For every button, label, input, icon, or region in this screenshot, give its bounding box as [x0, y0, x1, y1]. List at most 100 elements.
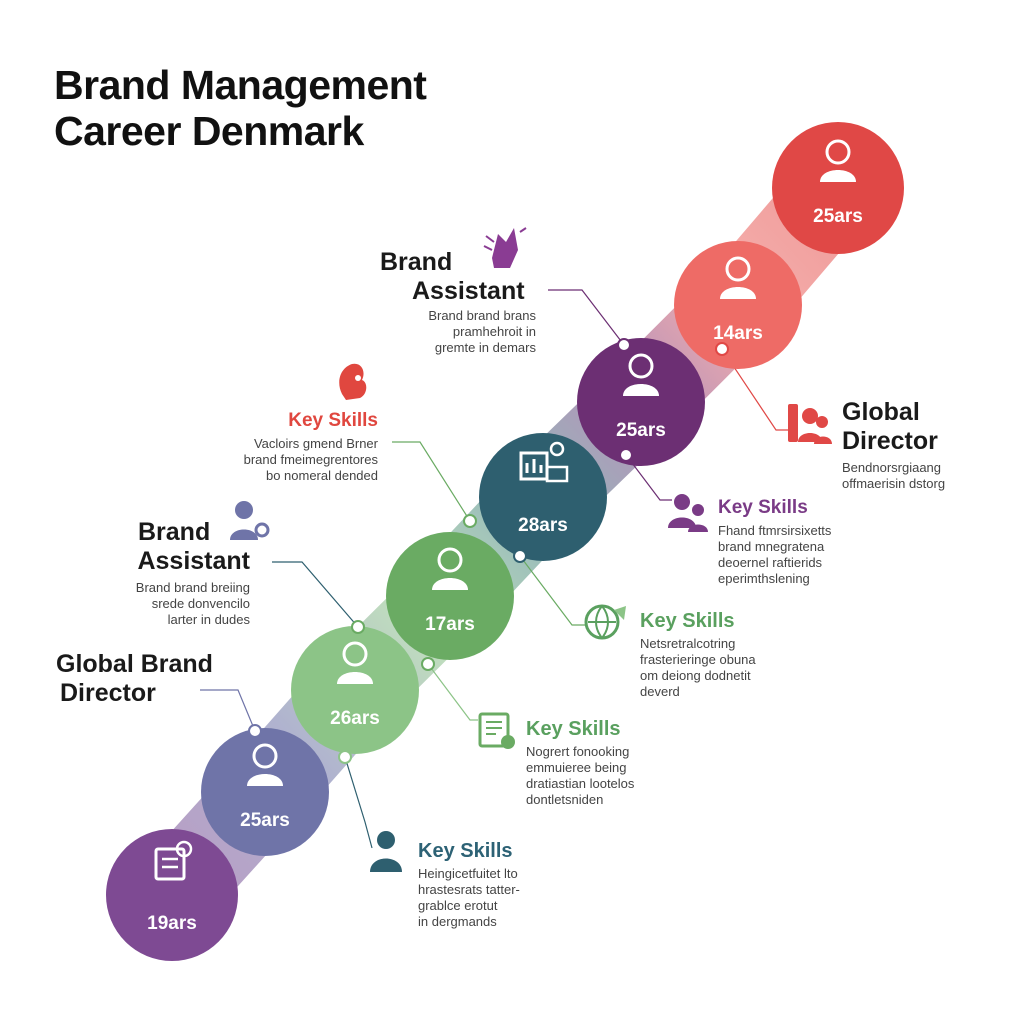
desc-line: gremte in demars [434, 340, 536, 355]
node-years-label: 26ars [330, 708, 380, 729]
career-node-1: 19ars [106, 829, 238, 961]
desc-line: brand mnegratena [718, 539, 825, 554]
node-years-label: 28ars [518, 515, 568, 536]
desc-line: dratiastian lootelos [526, 776, 635, 791]
label-title: Director [842, 427, 938, 455]
body-shape [337, 672, 373, 684]
page-title: Brand Management Career Denmark [54, 62, 427, 154]
key-skills-purple-label: Key Skills Fhand ftmrsirsixetts brand mn… [718, 497, 831, 587]
body-shape [432, 578, 468, 590]
head-shape [825, 139, 851, 165]
node-circle [772, 122, 904, 254]
desc-line: bo nomeral dended [265, 468, 378, 483]
label-title: Director [60, 679, 156, 707]
head-shape [437, 547, 463, 573]
title-line-1: Brand Management [54, 62, 427, 108]
head-shape [252, 743, 278, 769]
desc-line: Brand brand brans [428, 308, 536, 323]
businessman-icon [337, 641, 373, 684]
desc-line: pramhehroit in [452, 324, 536, 339]
body-shape [820, 170, 856, 182]
global-director-label: Global Director [842, 398, 938, 456]
body-shape [247, 774, 283, 786]
desc-line: Nogrert fonooking [526, 744, 630, 759]
brand-assistant-top-desc: Brand brand brans pramhehroit in gremte … [372, 304, 536, 356]
node-circle [106, 829, 238, 961]
desc-line: grablce erotut [418, 898, 498, 913]
label-title: Brand [380, 248, 453, 276]
businesswoman-icon [720, 256, 756, 299]
node-years-label: 14ars [713, 323, 763, 344]
businessman-globe-icon [820, 139, 856, 182]
key-skills-lightgreen-label: Key Skills Nogrert fonooking emmuieree b… [526, 718, 634, 808]
node-years-label: 19ars [147, 913, 197, 934]
desc-line: in dergmands [418, 914, 497, 929]
node-years-label: 25ars [240, 810, 290, 831]
desc-line: eperimthslening [718, 571, 810, 586]
desc-line: Brand brand breiing [135, 580, 250, 595]
connector-dots [248, 338, 729, 764]
connector-lines [200, 289, 790, 849]
people-group-icon [788, 404, 832, 444]
label-title: Assistant [412, 277, 525, 305]
career-node-8: 25ars [772, 122, 904, 254]
key-skills-green-label: Key Skills Netsretralcotring frasterieri… [640, 610, 756, 700]
body-shape [720, 287, 756, 299]
businessman-icon [247, 743, 283, 786]
career-node-5: 28ars [479, 433, 607, 561]
desc-line: dontletsniden [526, 792, 604, 807]
node-circle [386, 532, 514, 660]
desc-line: Heingicetfuitet lto [418, 866, 518, 881]
desc-line: srede donvencilo [151, 596, 250, 611]
skills-red-label-icon [339, 363, 367, 400]
desc-line: frasterieringe obuna [640, 652, 756, 667]
person-teal-icon [370, 831, 402, 872]
globe-hand-icon [584, 604, 626, 640]
businessman-icon [432, 547, 468, 590]
head-shape [628, 353, 654, 379]
career-node-6: 25ars [577, 338, 705, 466]
desc-line: deoernel raftierids [718, 555, 823, 570]
team-purple-icon [668, 494, 708, 532]
target-shape [549, 441, 565, 457]
desc-line: Vacloirs gmend Brner [253, 436, 378, 451]
doc-shape [154, 847, 186, 881]
label-title: Key Skills [640, 610, 735, 632]
career-node-2: 25ars [201, 728, 329, 856]
assistant-label-icon [483, 227, 527, 268]
label-title: Global Brand [56, 650, 213, 678]
body-shape [623, 384, 659, 396]
global-director-desc: Bendnorsrgiaang offmaerisin dstorg [842, 456, 945, 492]
dashboard-chart-icon [519, 441, 569, 483]
title-line-2: Career Denmark [54, 108, 364, 154]
desc-line: Fhand ftmrsirsixetts [718, 523, 832, 538]
gear-shape [175, 840, 193, 858]
desc-line: deverd [640, 684, 680, 699]
global-brand-director-label: Global Brand Director [56, 650, 213, 708]
node-circle [479, 433, 607, 561]
desc-line: hrastesrats tatter- [418, 882, 520, 897]
person-gear-label-icon [230, 501, 270, 540]
node-circle [674, 241, 802, 369]
card-shape [545, 465, 569, 483]
doc-lines [162, 857, 178, 869]
key-skills-teal-label: Key Skills Heingicetfuitet lto hrastesra… [418, 840, 520, 930]
desc-line: emmuieree being [526, 760, 627, 775]
businessman-icon [623, 353, 659, 396]
desc-line: offmaerisin dstorg [842, 476, 946, 491]
node-circle [291, 626, 419, 754]
desc-line: om deiong dodnetit [640, 668, 751, 683]
head-shape [342, 641, 368, 667]
node-circle [577, 338, 705, 466]
career-node-7: 14ars [674, 241, 802, 369]
node-circle [201, 728, 329, 856]
desc-line: Netsretralcotring [640, 636, 736, 651]
node-years-label: 25ars [813, 206, 863, 227]
career-node-3: 26ars [291, 626, 419, 754]
document-checklist-icon [478, 712, 515, 749]
label-title: Brand [138, 518, 211, 546]
head-shape [725, 256, 751, 282]
desc-line: Bendnorsrgiaang [842, 460, 942, 475]
career-node-4: 17ars [386, 532, 514, 660]
